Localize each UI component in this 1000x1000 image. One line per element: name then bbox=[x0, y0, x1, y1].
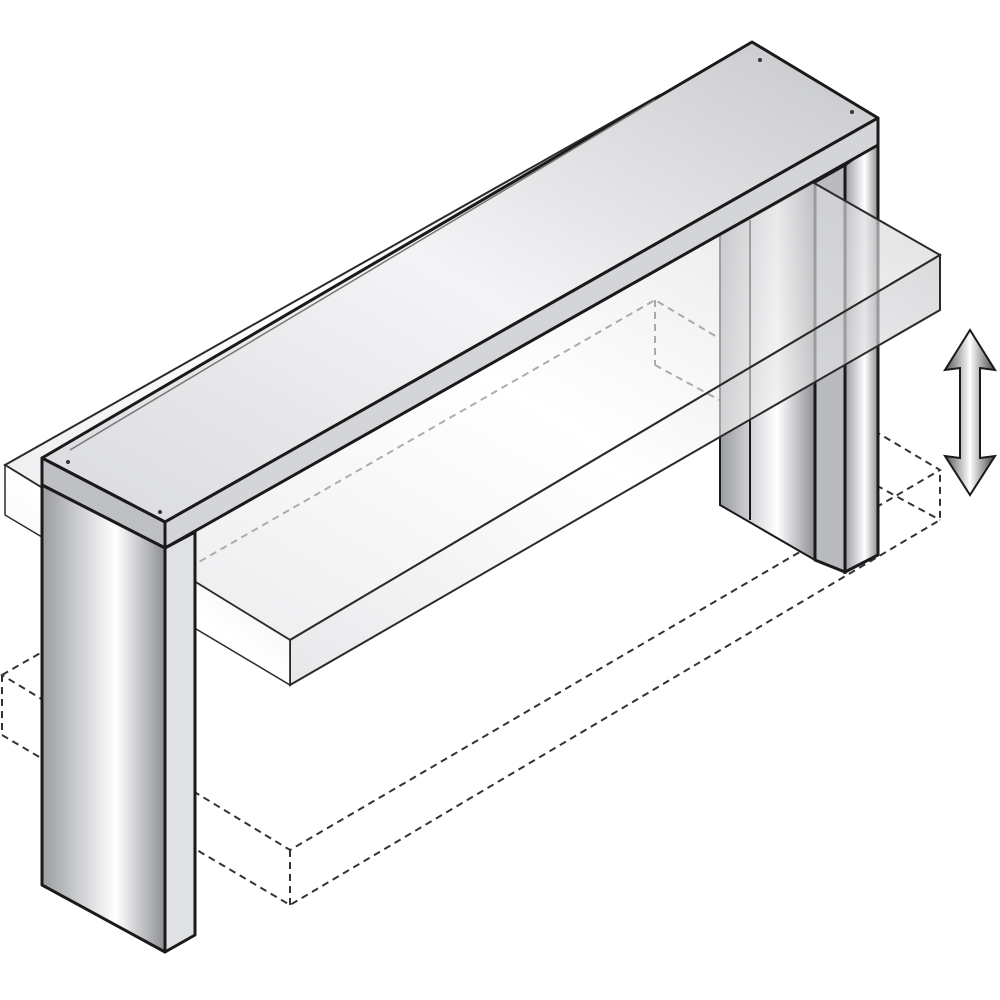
top-shelf bbox=[40, 40, 880, 550]
left-leg bbox=[40, 483, 197, 954]
double-arrow-vertical-icon bbox=[942, 328, 998, 497]
